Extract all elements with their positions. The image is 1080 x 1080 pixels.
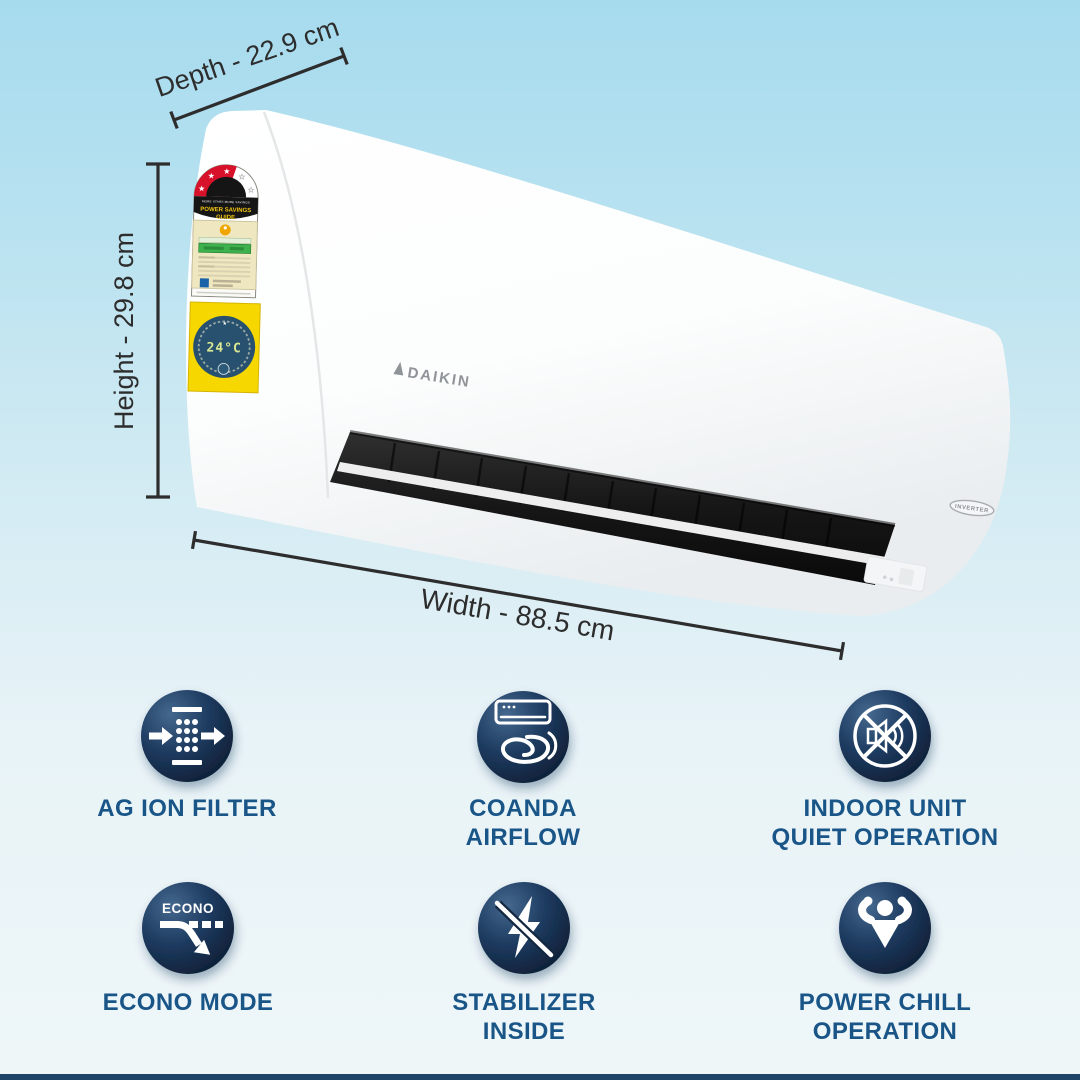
energy-labels: ★ ★ ★ ☆ ☆ MORE STARS MORE SAVINGS POWER … <box>187 164 261 394</box>
ac-louver-slat <box>337 462 886 566</box>
feature-label-line: AIRFLOW <box>465 824 581 851</box>
ag-ion-filter-icon <box>141 690 233 782</box>
svg-text:★: ★ <box>208 171 215 180</box>
ac-unit: DAIKIN INVERTER ★ ★ ★ ☆ ☆ MORE STARS <box>186 110 1011 616</box>
feature-label-line: COANDA <box>469 795 577 822</box>
height-dimension-text: Height - 29.8 cm <box>109 232 139 430</box>
bottom-border-bar <box>0 1074 1080 1080</box>
ac-air-vent <box>330 430 896 585</box>
feature-label-line: OPERATION <box>812 1018 958 1045</box>
feature-label-indoor-quiet: INDOOR UNIT QUIET OPERATION <box>720 794 1050 852</box>
feature-label-line: ECONO MODE <box>102 989 274 1016</box>
temp-24c-label: ★ 24°C <box>187 301 261 394</box>
stabilizer-inside-icon <box>478 882 570 974</box>
bee-arc-text: MORE STARS MORE SAVINGS <box>202 199 250 204</box>
feature-label-line: QUIET OPERATION <box>771 824 999 851</box>
height-dimension: Height - 29.8 cm <box>109 162 170 499</box>
ac-left-cap-seam <box>262 111 330 499</box>
feature-label-stabilizer: STABILIZER INSIDE <box>359 988 689 1046</box>
feature-label-line: STABILIZER <box>452 989 596 1016</box>
inverter-badge: INVERTER <box>949 499 995 517</box>
econo-icon-text: ECONO <box>162 901 214 916</box>
svg-text:★: ★ <box>223 167 230 176</box>
bee-heading-line1: POWER SAVINGS <box>200 207 251 214</box>
inverter-badge-text: INVERTER <box>955 504 990 515</box>
svg-text:★: ★ <box>198 184 205 193</box>
econo-mode-icon: ECONO <box>142 882 234 974</box>
bee-stars: ★ ★ ★ ☆ ☆ <box>198 167 255 195</box>
feature-label-line: POWER CHILL <box>798 989 972 1016</box>
temp-value: 24°C <box>206 340 242 356</box>
feature-label-econo-mode: ECONO MODE <box>23 988 353 1017</box>
depth-dimension-text: Depth - 22.9 cm <box>151 12 342 103</box>
coanda-airflow-icon <box>477 691 569 783</box>
svg-text:☆: ☆ <box>247 185 254 194</box>
feature-label-coanda-airflow: COANDA AIRFLOW <box>358 794 688 852</box>
feature-label-line: INDOOR UNIT <box>803 795 967 822</box>
feature-label-ag-ion-filter: AG ION FILTER <box>22 794 352 823</box>
power-chill-operation-icon <box>839 882 931 974</box>
indoor-quiet-operation-icon <box>839 690 931 782</box>
bee-energy-label: ★ ★ ★ ☆ ☆ MORE STARS MORE SAVINGS POWER … <box>190 164 259 299</box>
feature-label-line: INSIDE <box>482 1018 566 1045</box>
svg-text:☆: ☆ <box>238 172 245 181</box>
daikin-mark-icon <box>393 361 404 376</box>
width-dimension-text: Width - 88.5 cm <box>418 583 616 647</box>
bee-logo-mark <box>199 278 209 288</box>
feature-label-line: AG ION FILTER <box>97 795 277 822</box>
bee-heading-line2: GUIDE <box>216 215 235 221</box>
ac-display-panel <box>863 556 928 593</box>
svg-text:★: ★ <box>222 321 227 327</box>
feature-label-power-chill: POWER CHILL OPERATION <box>720 988 1050 1046</box>
